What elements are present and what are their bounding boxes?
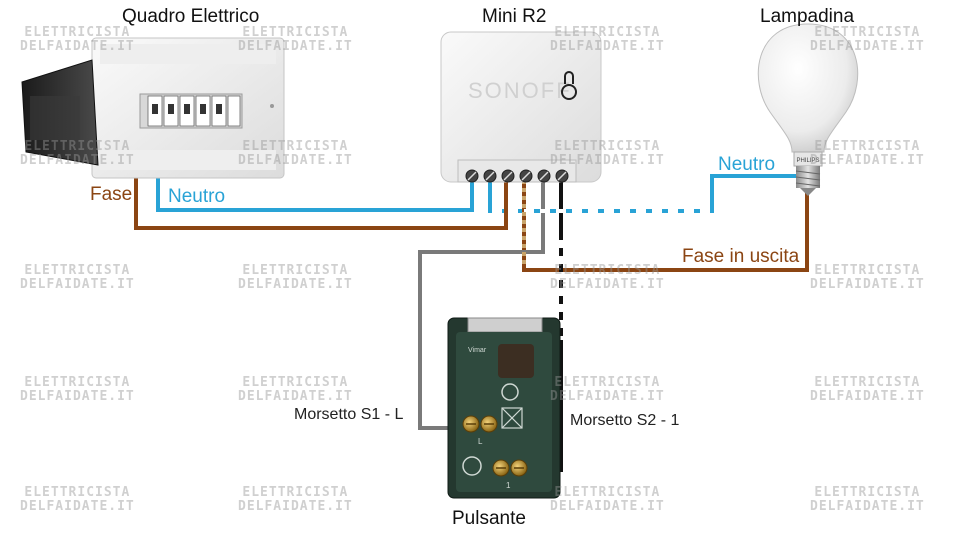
switch-terminal-l: L (478, 437, 483, 446)
label-neutro-out: Neutro (718, 154, 776, 175)
bulb-brand: PHILIPS (796, 158, 819, 164)
switch-brand: Vimar (468, 347, 487, 354)
label-module: Mini R2 (482, 6, 547, 27)
label-neutro-in: Neutro (168, 186, 226, 207)
label-switch: Pulsante (452, 508, 526, 529)
device-brand: SONOFF (468, 78, 572, 103)
push-button-switch: Vimar L 1 (447, 317, 561, 499)
light-bulb: PHILIPS (757, 23, 859, 196)
switch-screw-terminals (462, 415, 528, 477)
label-fase-uscita: Fase in uscita (682, 246, 800, 267)
label-morsetto-s1: Morsetto S1 - L (294, 406, 404, 423)
label-lamp: Lampadina (760, 6, 855, 27)
label-panel: Quadro Elettrico (122, 6, 260, 27)
wire-neutral-in (156, 178, 474, 212)
label-morsetto-s2: Morsetto S2 - 1 (570, 412, 680, 429)
wire-phase-in (134, 178, 508, 230)
switch-terminal-1: 1 (506, 481, 511, 490)
electrical-panel (21, 37, 285, 179)
bulb-symbol-icon (561, 71, 577, 100)
sonoff-mini-r2: SONOFF (440, 31, 602, 183)
mini-r2-terminals (465, 169, 569, 183)
wire-neutral-out (488, 174, 808, 213)
wire-s1 (418, 178, 545, 430)
label-fase: Fase (90, 184, 133, 205)
dashed-overlays (492, 180, 712, 340)
